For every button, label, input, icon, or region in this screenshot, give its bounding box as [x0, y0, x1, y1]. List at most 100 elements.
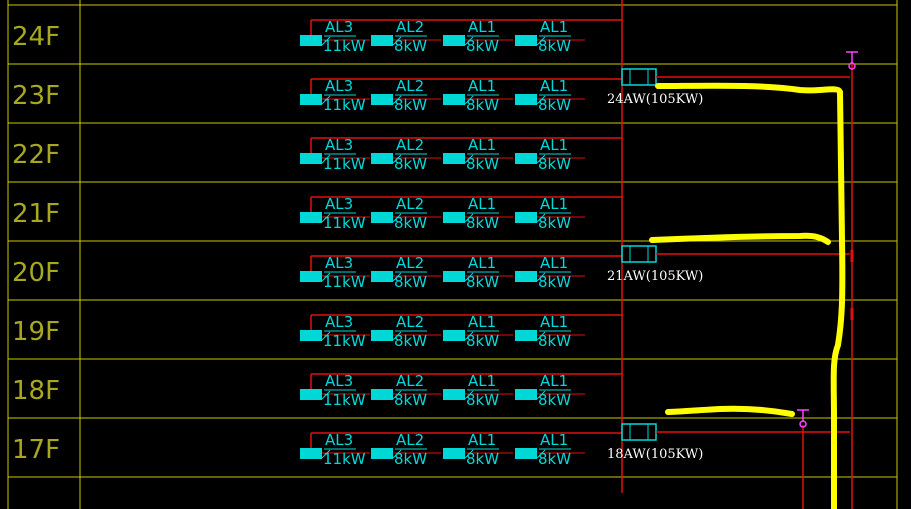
panel-box: [515, 153, 537, 164]
panel-power: 8kW: [466, 450, 499, 468]
panel-power: 8kW: [538, 273, 571, 291]
panel-name: AL3: [325, 431, 353, 449]
panel-power: 8kW: [394, 96, 427, 114]
floor-label: 20F: [12, 258, 60, 288]
panel-box: [515, 448, 537, 459]
panel-tick: [464, 36, 474, 46]
panel-tick: [392, 272, 402, 282]
panel-tick: [321, 213, 331, 223]
floor-label: 19F: [12, 317, 60, 347]
panel-power: 8kW: [466, 332, 499, 350]
panel-power: 8kW: [538, 391, 571, 409]
panel-tick: [464, 95, 474, 105]
panel-power: 8kW: [394, 332, 427, 350]
floor-label: 22F: [12, 140, 60, 170]
panel-tick: [321, 272, 331, 282]
panel-name: AL3: [325, 372, 353, 390]
panel-tick: [392, 36, 402, 46]
panel-box: [300, 153, 322, 164]
terminal-marker-icon: [848, 62, 856, 70]
panel-power: 8kW: [538, 37, 571, 55]
panel-box: [371, 389, 393, 400]
panel-tick: [464, 331, 474, 341]
panel-power: 8kW: [394, 450, 427, 468]
panel-power: 11kW: [323, 155, 366, 173]
panel-name: AL1: [468, 136, 496, 154]
panel-name: AL3: [325, 254, 353, 272]
panel-tick: [464, 213, 474, 223]
terminal-marker-icon: [799, 420, 807, 428]
panel-name: AL2: [396, 431, 424, 449]
panel-power: 8kW: [466, 273, 499, 291]
panel-name: AL2: [396, 195, 424, 213]
panel-power: 8kW: [394, 391, 427, 409]
panel-power: 8kW: [394, 214, 427, 232]
panel-box: [300, 212, 322, 223]
distribution-box-label: 24AW(105KW): [607, 92, 703, 107]
panel-tick: [536, 390, 546, 400]
panel-power: 11kW: [323, 37, 366, 55]
panel-tick: [536, 331, 546, 341]
panel-tick: [321, 36, 331, 46]
panel-name: AL3: [325, 313, 353, 331]
panel-name: AL1: [540, 431, 568, 449]
floor-label: 17F: [12, 435, 60, 465]
panel-name: AL1: [540, 18, 568, 36]
panel-power: 8kW: [466, 214, 499, 232]
panel-box: [443, 153, 465, 164]
panel-name: AL1: [468, 431, 496, 449]
panel-box: [443, 212, 465, 223]
panel-tick: [536, 154, 546, 164]
panel-box: [443, 330, 465, 341]
panel-name: AL1: [540, 372, 568, 390]
feeder-bracket-top: [311, 314, 623, 375]
distribution-box-label: 21AW(105KW): [607, 269, 703, 284]
distribution-box: [621, 68, 657, 86]
panel-tick: [321, 95, 331, 105]
panel-box: [371, 330, 393, 341]
panel-box: [515, 212, 537, 223]
panel-tick: [321, 154, 331, 164]
panel-power: 8kW: [538, 332, 571, 350]
panel-box: [443, 94, 465, 105]
panel-power: 8kW: [394, 273, 427, 291]
panel-name: AL2: [396, 254, 424, 272]
panel-box: [443, 271, 465, 282]
feeder-bracket-top: [311, 196, 623, 257]
panel-power: 8kW: [394, 155, 427, 173]
panel-name: AL1: [468, 18, 496, 36]
floor-label: 18F: [12, 376, 60, 406]
panel-tick: [321, 331, 331, 341]
feeder-bracket-top: [621, 0, 623, 21]
panel-tick: [536, 36, 546, 46]
feeder-bracket-top: [311, 19, 623, 80]
panel-name: AL3: [325, 195, 353, 213]
panel-tick: [464, 272, 474, 282]
panel-power: 8kW: [394, 37, 427, 55]
panel-name: AL1: [468, 77, 496, 95]
panel-box: [371, 153, 393, 164]
distribution-box: [621, 245, 657, 263]
panel-power: 8kW: [466, 155, 499, 173]
panel-tick: [536, 95, 546, 105]
panel-power: 8kW: [538, 96, 571, 114]
panel-box: [300, 35, 322, 46]
panel-power: 11kW: [323, 450, 366, 468]
distribution-box-label: 18AW(105KW): [607, 447, 703, 462]
panel-name: AL3: [325, 136, 353, 154]
panel-box: [443, 389, 465, 400]
panel-tick: [392, 154, 402, 164]
panel-power: 11kW: [323, 96, 366, 114]
panel-name: AL1: [540, 195, 568, 213]
panel-tick: [392, 331, 402, 341]
floor-label: 23F: [12, 81, 60, 111]
panel-tick: [464, 390, 474, 400]
highlight-route-21f: [649, 232, 831, 245]
floor-label: 24F: [12, 22, 60, 52]
panel-box: [300, 389, 322, 400]
panel-tick: [464, 449, 474, 459]
panel-power: 8kW: [466, 96, 499, 114]
panel-power: 8kW: [538, 155, 571, 173]
distribution-box: [621, 423, 657, 441]
